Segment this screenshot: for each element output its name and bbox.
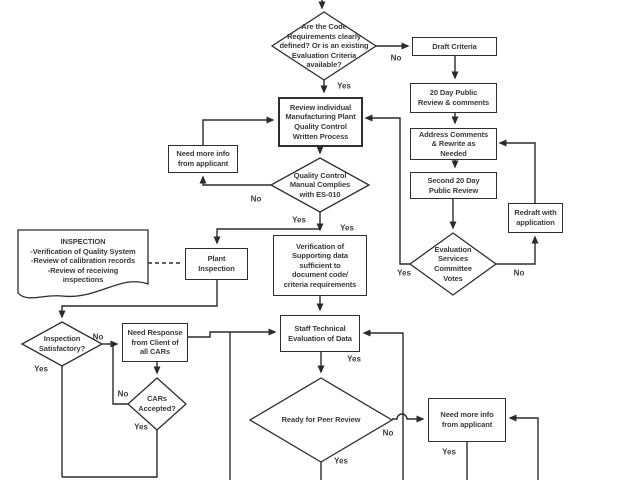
box-need-more-info-top: Need more info from applicant (168, 145, 238, 173)
shape-group (17, 11, 498, 463)
label-qc-manual: Quality Control Manual Complies with ES-… (289, 170, 351, 199)
edge-label-info2-yes: Yes (442, 447, 456, 457)
label-code-requirements: Are the Code Requirements clearly define… (279, 22, 369, 70)
label-cars-accepted: CARs Accepted? (138, 394, 176, 413)
edge-eval-review (364, 114, 410, 265)
edge-label-eval-no: No (513, 268, 525, 278)
edge-eval-redraft (496, 235, 539, 265)
box-second-20day-review: Second 20 Day Public Review (410, 172, 497, 199)
decision-cars-accepted (127, 377, 187, 431)
label-ready-peer-review: Ready for Peer Review (281, 415, 361, 425)
edge-bottom-needinfo2 (508, 414, 539, 480)
box-review-plant-process: Review individual Manufacturing Plant Qu… (278, 97, 363, 147)
edge-qc-plant (213, 228, 320, 245)
box-draft-criteria: Draft Criteria (412, 37, 497, 56)
edge-redraft-address (498, 139, 536, 203)
edge-plant-inspsat (58, 280, 218, 319)
edge-label-ready-no: No (382, 428, 394, 438)
box-staff-technical-evaluation: Staff Technical Evaluation of Data (280, 315, 360, 352)
box-plant-inspection: Plant Inspection (185, 248, 248, 280)
box-need-more-info-bottom: Need more info from applicant (428, 398, 506, 442)
label-evaluation-votes: Evaluation Services Committee Votes (434, 244, 472, 283)
box-20day-public-review: 20 Day Public Review & comments (410, 83, 497, 113)
edge-label-qc-no: No (250, 194, 262, 204)
edge-cars-yes-down (62, 430, 158, 478)
edge-needresp-staff (188, 328, 277, 338)
edge-label-ready-yes: Yes (334, 456, 348, 466)
edge-qc-needinfo (199, 175, 271, 186)
label-inspection-document: INSPECTION -Verification of Quality Syst… (30, 237, 136, 285)
decision-ready-peer-review (248, 377, 394, 463)
decision-code-requirements (270, 11, 378, 81)
box-need-response-cars: Need Response from Client of all CARs (122, 323, 188, 362)
edge-cars-no-loop (112, 345, 128, 405)
box-address-comments: Address Comments & Rewrite as Needed (410, 128, 497, 160)
edge-bottom-staff (362, 329, 404, 480)
box-redraft-with-application: Redraft with application (508, 203, 563, 233)
edge-label-eval-yes: Yes (397, 268, 411, 278)
edge-label-qc-yes-left: Yes (292, 215, 306, 225)
edge-label-insp-no: No (92, 332, 104, 342)
document-inspection-shape (17, 229, 149, 299)
edge-label-cars-yes: Yes (134, 422, 148, 432)
connector-group (58, 0, 539, 480)
edge-label-d1-no: No (390, 53, 402, 63)
edge-label-insp-yes: Yes (34, 364, 48, 374)
edge-label-cars-no: No (117, 389, 129, 399)
box-verification-data: Verification of Supporting data sufficie… (273, 235, 367, 296)
edge-label-qc-yes-right: Yes (340, 223, 354, 233)
label-inspection-satisfactory: Inspection Satisfactory? (38, 334, 86, 353)
edge-label-d1-yes: Yes (337, 81, 351, 91)
decision-inspection-satisfactory (20, 321, 104, 367)
decision-qc-manual (269, 157, 371, 213)
edge-needinfo-review (202, 116, 275, 145)
edge-ready-needinfo2 (392, 413, 425, 423)
edge-label-staff-yes: Yes (347, 354, 361, 364)
decision-evaluation-votes (408, 232, 498, 296)
